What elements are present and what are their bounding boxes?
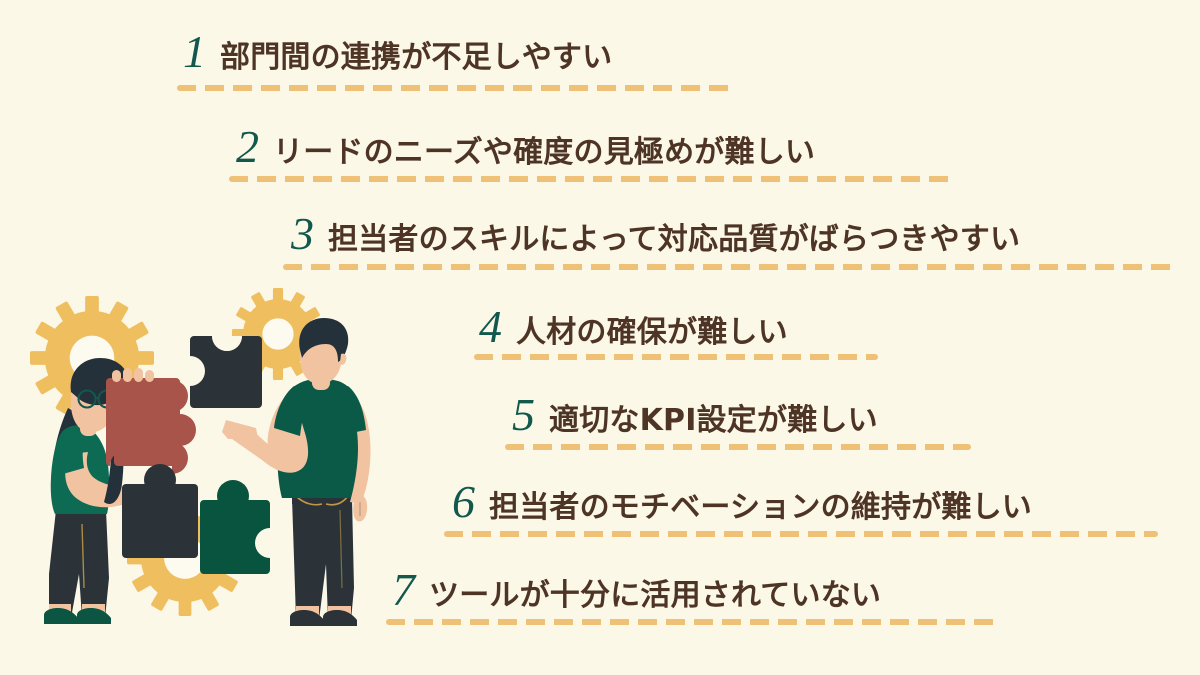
puzzle-piece-dark-bottom: [122, 464, 198, 558]
list-item-text-6: 担当者のモチベーションの維持が難しい: [489, 489, 1032, 525]
list-item-text-3: 担当者のスキルによって対応品質がばらつきやすい: [328, 221, 1021, 257]
puzzle-piece-red: [106, 368, 196, 476]
divider-4: [474, 354, 878, 360]
puzzle-piece-green: [200, 480, 270, 574]
list-item-number-6: 6: [452, 476, 475, 527]
divider-1: [177, 85, 733, 91]
list-item-text-4: 人材の確保が難しい: [516, 314, 788, 350]
list-item-4: 4 人材の確保が難しい: [479, 301, 788, 352]
puzzle-piece-dark-top: [190, 336, 262, 408]
list-item-text-5: 適切なKPI設定が難しい: [549, 402, 878, 438]
list-item-number-3: 3: [291, 208, 314, 259]
list-item-2: 2 リードのニーズや確度の見極めが難しい: [236, 121, 816, 172]
list-item-number-1: 1: [183, 26, 206, 77]
list-item-text-1: 部門間の連携が不足しやすい: [220, 39, 613, 75]
list-item-7: 7 ツールが十分に活用されていない: [392, 564, 882, 615]
list-item-text-7: ツールが十分に活用されていない: [429, 577, 882, 613]
list-item-6: 6 担当者のモチベーションの維持が難しい: [452, 476, 1032, 527]
list-item-3: 3 担当者のスキルによって対応品質がばらつきやすい: [291, 208, 1021, 259]
teamwork-puzzle-gears-illustration: [8, 288, 398, 638]
divider-5: [505, 444, 971, 450]
list-item-number-2: 2: [236, 121, 259, 172]
divider-7: [386, 619, 999, 625]
list-item-text-2: リードのニーズや確度の見極めが難しい: [273, 134, 816, 170]
list-item-number-4: 4: [479, 301, 502, 352]
divider-3: [283, 264, 1173, 270]
divider-2: [229, 176, 953, 182]
list-item-number-5: 5: [512, 389, 535, 440]
person-man: [222, 318, 371, 626]
list-item-1: 1 部門間の連携が不足しやすい: [183, 26, 613, 77]
divider-6: [444, 531, 1158, 537]
list-item-5: 5 適切なKPI設定が難しい: [512, 389, 878, 440]
list-item-number-7: 7: [392, 564, 415, 615]
